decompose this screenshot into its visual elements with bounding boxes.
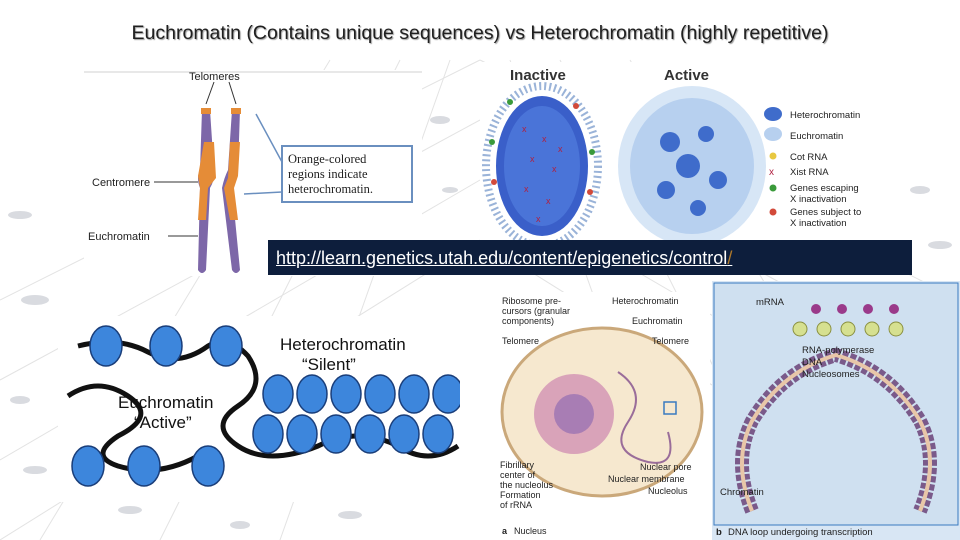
active-label: “Active” [134, 413, 192, 432]
legend-euchromatin: Euchromatin [790, 131, 843, 142]
rna-polymerase-label: RNA-polymerase [802, 345, 874, 356]
ribosome-label-3: components) [502, 316, 554, 326]
telomeres-label: Telomeres [189, 71, 240, 83]
legend-heterochromatin: Heterochromatin [790, 110, 860, 121]
nucleus-figure: Ribosome pre- cursors (granular componen… [498, 292, 710, 540]
svg-text:x: x [769, 167, 774, 178]
legend-xist-rna: Xist RNA [790, 167, 829, 178]
svg-text:x: x [536, 214, 541, 224]
legend-cot-rna: Cot RNA [790, 152, 828, 163]
transcription-figure: mRNA RNA-polymerase DNA Nucleosomes Chro… [712, 281, 960, 540]
caption-letter: b [716, 527, 722, 538]
svg-text:x: x [542, 134, 547, 144]
euchromatin-label: Euchromatin [88, 231, 150, 243]
svg-text:x: x [524, 184, 529, 194]
fibrillary-label-4: Formation [500, 490, 541, 500]
euchromatin-label: Euchromatin [118, 393, 213, 412]
centromere-label: Centromere [92, 177, 150, 189]
svg-text:x: x [546, 196, 551, 206]
svg-text:x: x [530, 154, 535, 164]
nuclear-pore-label: Nuclear pore [640, 462, 692, 472]
inactive-label: Inactive [510, 67, 566, 84]
silent-label: “Silent” [302, 355, 356, 374]
active-nucleus-drawing [618, 86, 766, 240]
telomere-right-label: Telomere [652, 336, 689, 346]
callout-line-2: regions indicate [288, 167, 368, 181]
legend-subject-line-2: X inactivation [790, 218, 847, 229]
legend-escaping-line-1: Genes escaping [790, 183, 859, 194]
ribosome-label-1: Ribosome pre- [502, 296, 561, 306]
fibrillary-label-1: Fibrillary [500, 460, 535, 470]
chromatin-label: Chromatin [720, 487, 764, 498]
ribosome-label-2: cursors (granular [502, 306, 570, 316]
fibrillary-label-3: the nucleolus [500, 480, 554, 490]
euchromatin-label: Euchromatin [632, 316, 683, 326]
heterochromatin-label: Heterochromatin [612, 296, 679, 306]
legend-subject-line-1: Genes subject to [790, 207, 861, 218]
nucleosomes-label: Nucleosomes [802, 369, 860, 380]
fibrillary-label-2: center of [500, 470, 536, 480]
svg-text:x: x [558, 144, 563, 154]
callout-line-3: heterochromatin. [288, 182, 373, 196]
source-link[interactable]: http://learn.genetics.utah.edu/content/e… [276, 248, 732, 269]
slide-title: Euchromatin (Contains unique sequences) … [0, 22, 960, 45]
heterochromatin-label: Heterochromatin [280, 335, 406, 354]
source-link-text[interactable]: http://learn.genetics.utah.edu/content/e… [276, 248, 727, 268]
link-bar: http://learn.genetics.utah.edu/content/e… [268, 240, 912, 275]
callout-line-1: Orange-colored [288, 152, 367, 166]
source-link-tail[interactable]: / [727, 248, 732, 268]
caption: Nucleus [514, 526, 547, 536]
dna-label: DNA [802, 357, 823, 368]
fibrillary-label-5: of rRNA [500, 500, 532, 510]
nucleolus-label: Nucleolus [648, 486, 688, 496]
mrna-label: mRNA [756, 297, 785, 308]
svg-text:x: x [522, 124, 527, 134]
active-label: Active [664, 67, 709, 84]
nucleosome-figure: Heterochromatin “Silent” Euchromatin “Ac… [58, 316, 460, 502]
caption: DNA loop undergoing transcription [728, 527, 873, 538]
legend-escaping-line-2: X inactivation [790, 194, 847, 205]
nuclear-membrane-label: Nuclear membrane [608, 474, 685, 484]
svg-text:x: x [552, 164, 557, 174]
telomere-left-label: Telomere [502, 336, 539, 346]
